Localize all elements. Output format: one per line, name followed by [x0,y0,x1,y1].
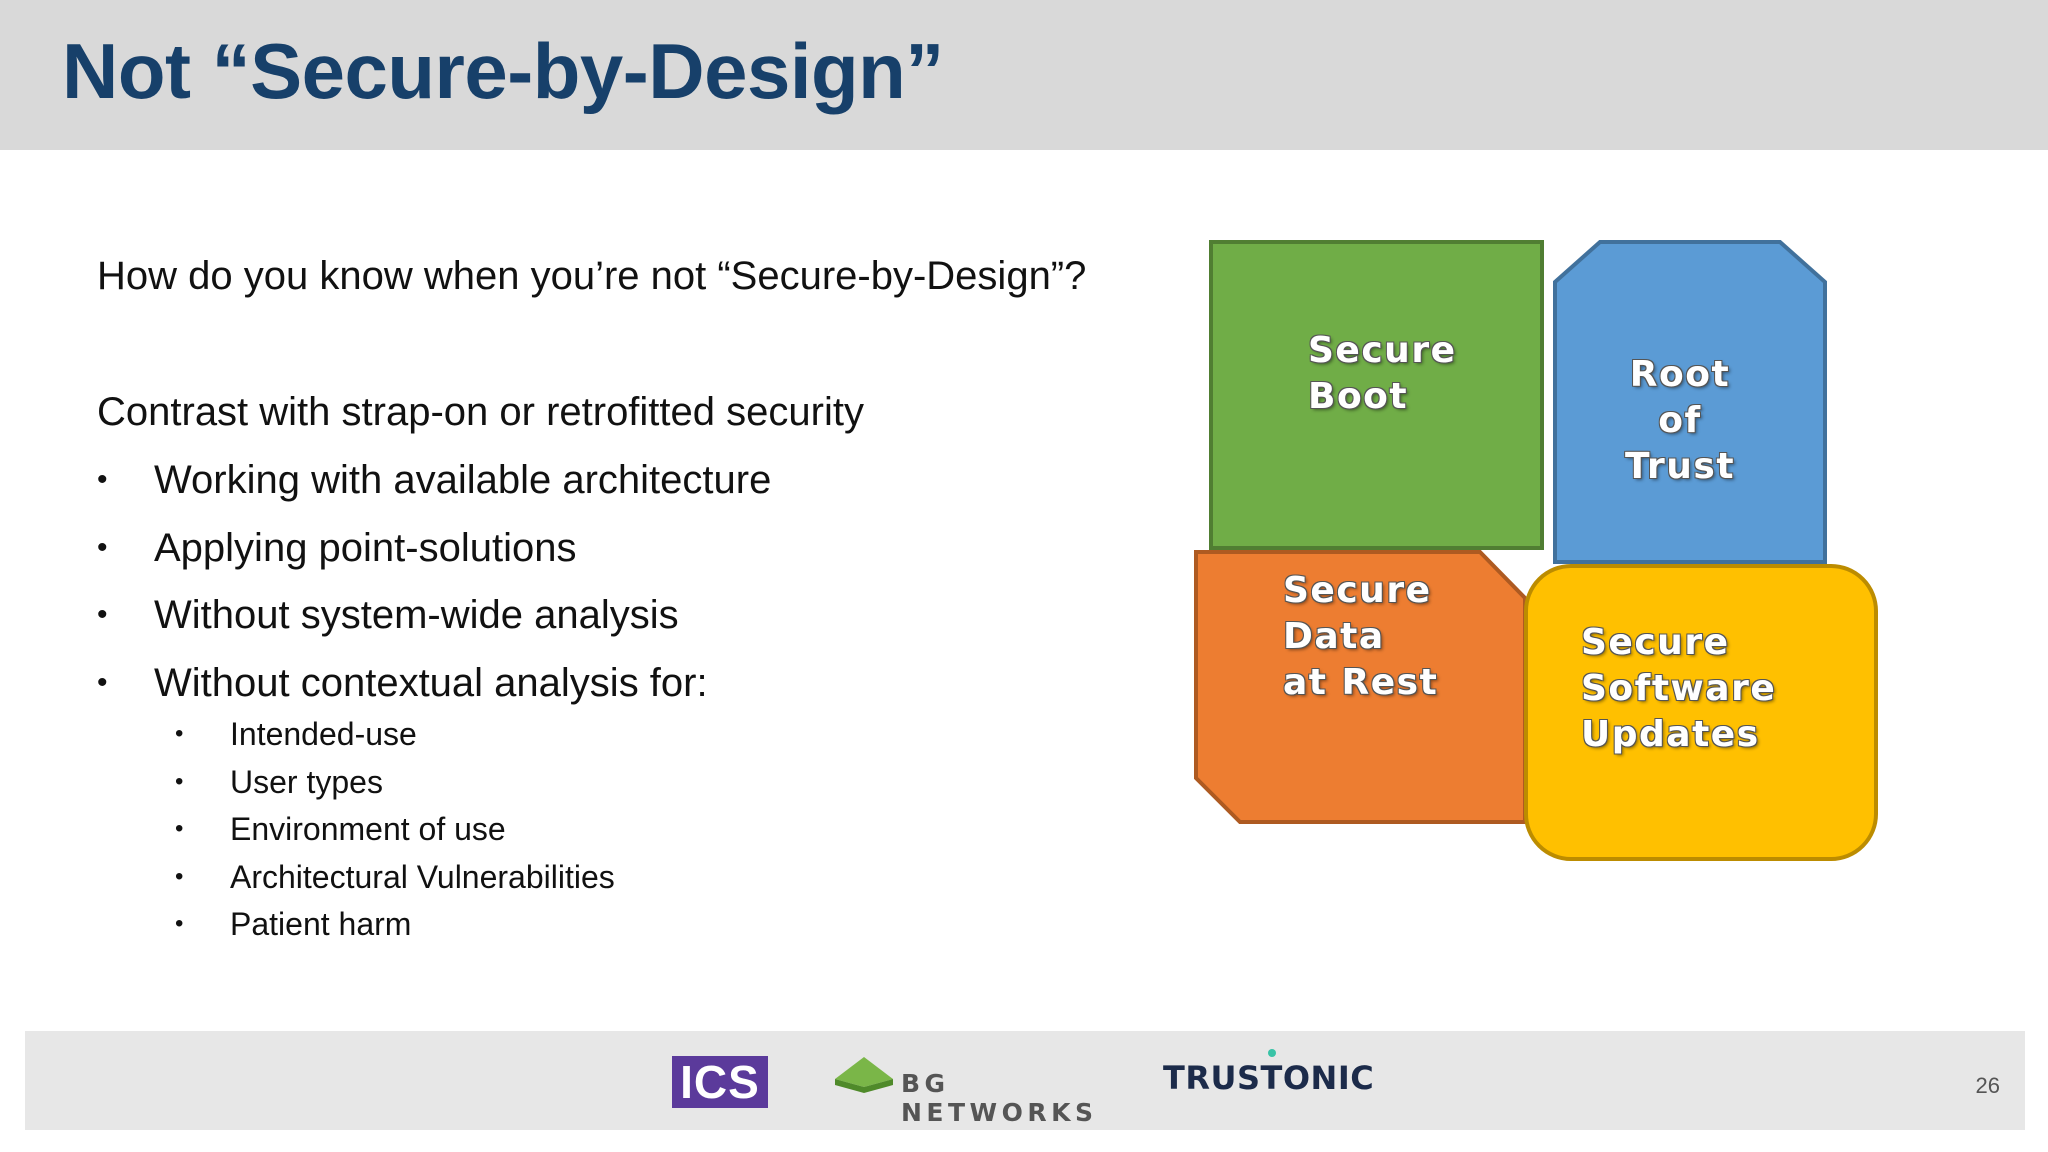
slide-header: Not “Secure-by-Design” [0,0,2048,150]
bullet-glyph: • [97,530,108,564]
root-of-trust-label: Root of Trust [1624,354,1736,487]
diagram-shapes [1194,240,1878,861]
sub-bullet-item: • User types [175,760,615,808]
ics-logo: ICS [672,1056,768,1108]
sub-bullet-list: • Intended-use • User types • Environment o… [175,712,615,950]
sub-bullet-item: • Intended-use [175,712,615,760]
sub-bullet-item: • Patient harm [175,902,615,950]
contrast-heading: Contrast with strap-on or retrofitted se… [97,390,864,434]
sub-bullet-text: User types [230,763,383,800]
bullet-glyph: • [97,665,108,699]
sub-bullet-text: Patient harm [230,906,412,942]
bullet-text: Without contextual analysis for: [154,660,708,705]
secure-software-updates-block [1524,564,1878,861]
sub-bullet-glyph: • [175,815,184,842]
security-blocks-diagram: Secure Boot Root of Trust Secure Data at… [1180,230,1900,870]
sub-bullet-glyph: • [175,910,184,937]
bullet-text: Working with available architecture [154,458,772,502]
sub-bullet-text: Architectural Vulnerabilities [230,858,615,895]
secure-boot-block [1209,240,1544,550]
bg-networks-mark-icon [835,1057,893,1093]
secure-boot-label: Secure Boot [1308,330,1457,417]
secure-software-updates-label: Secure Software Updates [1581,622,1777,755]
bullet-text: Applying point-solutions [154,525,577,570]
bullet-text: Without system-wide analysis [154,593,679,637]
sub-bullet-text: Environment of use [230,811,506,847]
trustonic-accent-dot [1268,1049,1276,1057]
bg-networks-wordmark: BG NETWORKS [901,1069,1098,1127]
slide-title: Not “Secure-by-Design” [62,27,944,115]
page-number: 26 [1975,1073,2000,1098]
bullet-glyph: • [97,463,108,496]
bullet-list: • Working with available architecture • Ap… [97,452,771,722]
bullet-item: • Working with available architecture [97,452,771,520]
root-of-trust-block [1553,240,1827,564]
bullet-item: • Applying point-solutions [97,520,771,588]
slide-footer: ICS BG NETWORKS TRUSTONIC 26 [25,1031,2025,1130]
bg-networks-logo: BG NETWORKS [833,1053,1153,1127]
question-text: How do you know when you’re not “Secure-… [97,254,1087,298]
bullet-glyph: • [97,598,108,631]
trustonic-logo: TRUSTONIC [1163,1059,1375,1097]
sub-bullet-item: • Environment of use [175,807,615,855]
secure-data-at-rest-label: Secure Data at Rest [1283,570,1439,703]
sub-bullet-glyph: • [175,767,184,795]
bullet-item: • Without system-wide analysis [97,587,771,655]
sub-bullet-glyph: • [175,720,184,747]
sub-bullet-text: Intended-use [230,716,417,752]
sub-bullet-item: • Architectural Vulnerabilities [175,855,615,903]
bullet-item: • Without contextual analysis for: [97,655,771,723]
sub-bullet-glyph: • [175,862,184,890]
